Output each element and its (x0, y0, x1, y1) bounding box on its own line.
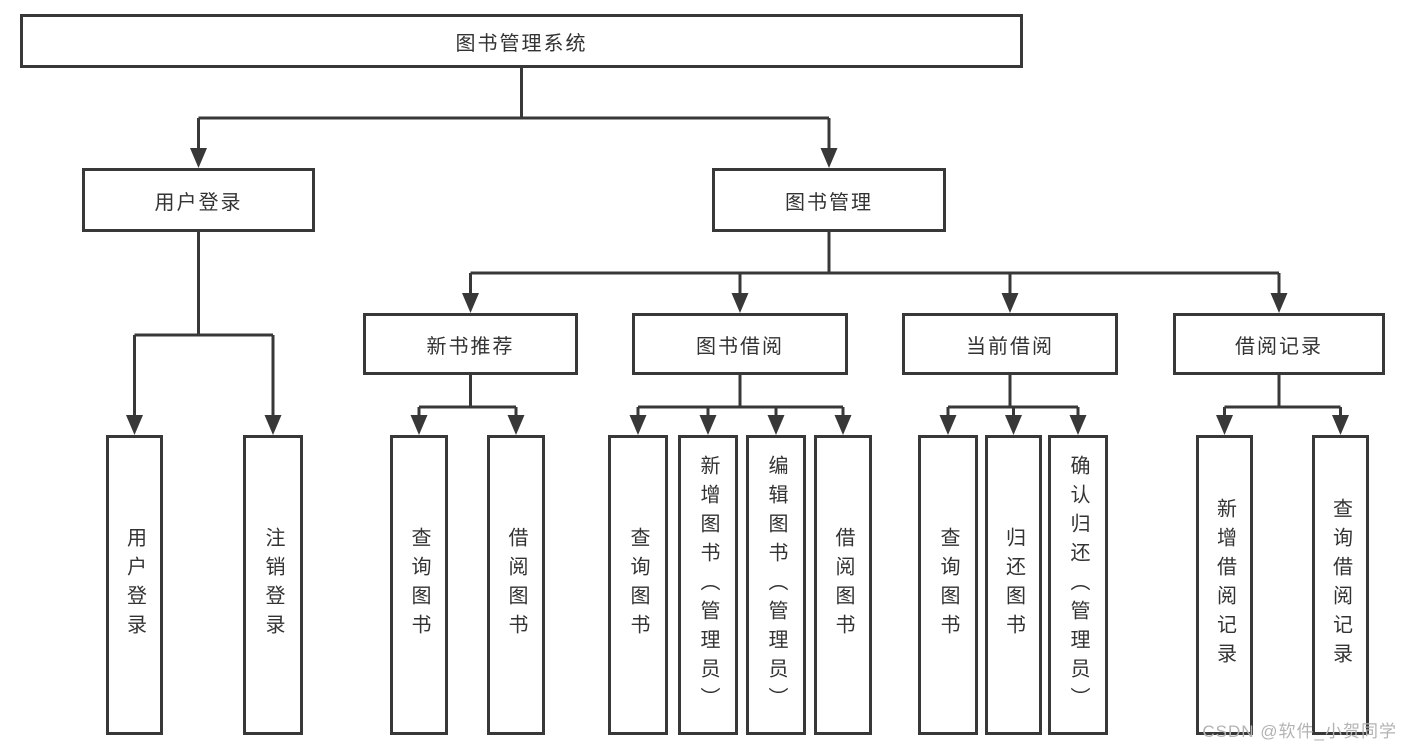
node-borrowing-records-label: 借阅记录 (1235, 335, 1323, 358)
connector-lines (133, 68, 1342, 417)
leaf-confirm-return-label: 确认归还（管理员） (1067, 454, 1089, 716)
leaf-confirm-return: 确认归还（管理员） (1048, 435, 1108, 735)
leaf-current-query: 查询图书 (918, 435, 978, 735)
leaf-newbook-borrow: 借阅图书 (487, 435, 545, 735)
leaf-borrow-add-book-label: 新增图书（管理员） (697, 454, 719, 716)
leaf-add-borrow-record: 新增借阅记录 (1196, 435, 1253, 735)
leaf-borrow-query: 查询图书 (608, 435, 668, 735)
leaf-borrow-query-label: 查询图书 (627, 527, 649, 643)
leaf-borrow-edit-book: 编辑图书（管理员） (746, 435, 806, 735)
leaf-newbook-query-label: 查询图书 (408, 527, 430, 643)
leaf-borrow-add-book: 新增图书（管理员） (678, 435, 738, 735)
leaf-return-book: 归还图书 (985, 435, 1042, 735)
leaf-borrow-edit-book-label: 编辑图书（管理员） (765, 454, 787, 716)
node-book-management-label: 图书管理 (785, 191, 873, 214)
node-new-book-recommend-label: 新书推荐 (426, 335, 515, 358)
leaf-newbook-query: 查询图书 (390, 435, 448, 735)
node-new-book-recommend: 新书推荐 (363, 313, 578, 375)
node-book-borrowing: 图书借阅 (632, 313, 848, 375)
leaf-query-borrow-record: 查询借阅记录 (1312, 435, 1369, 735)
leaf-user-login: 用户登录 (106, 435, 163, 735)
leaf-logout-label: 注销登录 (262, 527, 284, 643)
node-root-label: 图书管理系统 (455, 32, 588, 55)
leaf-logout: 注销登录 (243, 435, 303, 735)
node-current-borrowing-label: 当前借阅 (966, 335, 1054, 358)
node-current-borrowing: 当前借阅 (902, 313, 1118, 375)
node-root: 图书管理系统 (20, 14, 1023, 68)
node-book-borrowing-label: 图书借阅 (696, 335, 784, 358)
node-user-login-label: 用户登录 (154, 191, 243, 214)
leaf-newbook-borrow-label: 借阅图书 (505, 527, 527, 643)
leaf-return-book-label: 归还图书 (1002, 527, 1025, 643)
node-user-login: 用户登录 (82, 168, 315, 232)
leaf-borrow-book: 借阅图书 (814, 435, 872, 735)
leaf-current-query-label: 查询图书 (937, 527, 959, 643)
node-borrowing-records: 借阅记录 (1173, 313, 1385, 375)
csdn-watermark: CSDN @软件_小贺同学 (1202, 722, 1397, 741)
node-book-management: 图书管理 (712, 168, 946, 232)
leaf-query-borrow-record-label: 查询借阅记录 (1329, 498, 1352, 672)
leaf-borrow-book-label: 借阅图书 (832, 527, 854, 643)
leaf-add-borrow-record-label: 新增借阅记录 (1213, 498, 1236, 672)
leaf-user-login-label: 用户登录 (123, 527, 146, 643)
